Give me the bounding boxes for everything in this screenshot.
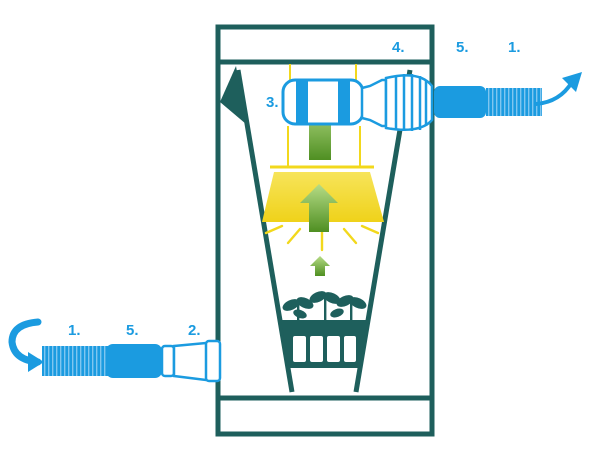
exhaust-connector xyxy=(360,74,434,131)
intake-arrow-icon xyxy=(8,318,44,372)
label-top-adapter: 5. xyxy=(456,39,469,56)
label-top-duct: 1. xyxy=(508,39,521,56)
airflow-arrow-medium xyxy=(300,184,338,232)
label-bottom-connector: 2. xyxy=(188,322,201,339)
bottom-labels: 1. 5. 2. xyxy=(68,322,201,339)
plant-tray-icon xyxy=(280,291,368,368)
exhaust-arrow-icon xyxy=(534,72,582,106)
label-bottom-adapter: 5. xyxy=(126,322,139,339)
airflow-arrow-small xyxy=(310,256,330,276)
exhaust-hose xyxy=(434,86,542,118)
top-labels: 4. 5. 1. xyxy=(392,39,521,56)
label-bottom-duct: 1. xyxy=(68,322,81,339)
intake-hose xyxy=(42,344,162,378)
label-fan: 3. xyxy=(266,94,279,111)
intake-connector xyxy=(160,339,222,383)
light-hangers xyxy=(287,126,361,166)
fan-hangers xyxy=(289,64,357,82)
fan-icon xyxy=(281,78,365,126)
label-top-connector: 4. xyxy=(392,39,405,56)
